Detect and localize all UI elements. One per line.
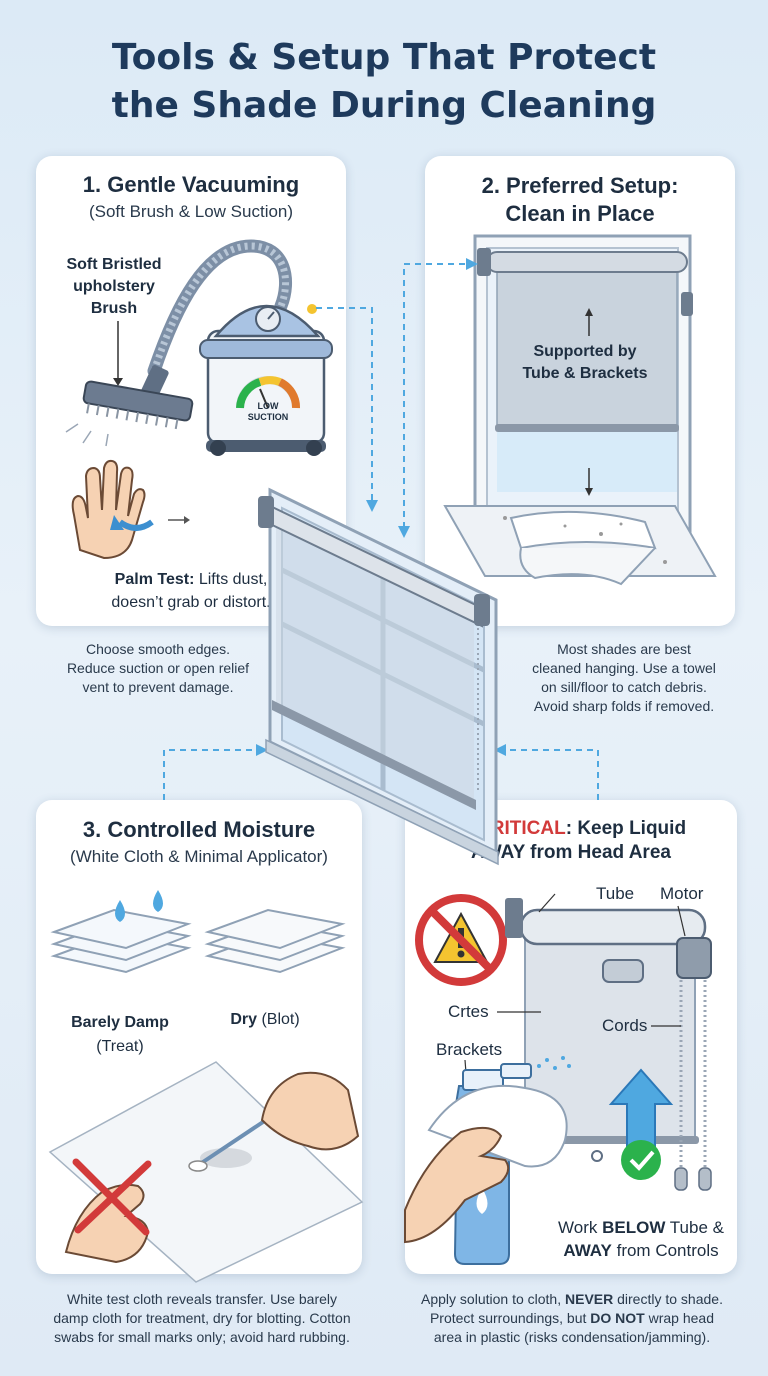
vacuum-illustration: [65, 239, 333, 456]
title-line-2: the Shade During Cleaning: [111, 85, 657, 126]
panel4-caption: Apply solution to cloth, NEVER directly …: [421, 1291, 723, 1345]
crtes-label: Crtes: [448, 1002, 489, 1021]
work-below-text: Work BELOW Tube & AWAY from Controls: [558, 1218, 724, 1260]
title-line-1: Tools & Setup That Protect: [111, 37, 657, 78]
panel3-heading: 3. Controlled Moisture: [82, 817, 316, 842]
panel2-caption: Most shades are best cleaned hanging. Us…: [532, 641, 716, 714]
motor-label: Motor: [660, 884, 704, 903]
panel4-heading: 4. CRITICAL: Keep Liquid AWAY from Head …: [456, 818, 687, 863]
dry-label: Dry (Blot): [230, 1011, 300, 1028]
panel2-heading: 2. Preferred Setup:Clean in Place: [481, 173, 679, 226]
panel3-subheading: (White Cloth & Minimal Applicator): [70, 847, 328, 866]
palm-test-text: Palm Test: Lifts dust, doesn’t grab or d…: [111, 571, 271, 611]
brush-label: Soft Bristled upholstery Brush: [66, 256, 162, 317]
cords-label: Cords: [602, 1016, 648, 1035]
cloth-stacks-illustration: [50, 890, 346, 974]
panel1-subheading: (Soft Brush & Low Suction): [88, 202, 294, 221]
tube-label: Tube: [596, 884, 635, 903]
brackets-label: Brackets: [436, 1040, 503, 1059]
head-area-illustration: [404, 893, 712, 1265]
barely-damp-label: Barely Damp (Treat): [71, 1014, 169, 1055]
center-window-illustration: [163, 258, 599, 866]
page-title: Tools & Setup That Protect the Shade Dur…: [0, 34, 768, 130]
cloth-and-swab-illustration: [48, 1061, 364, 1283]
hand-icon: [71, 459, 190, 560]
panel1-heading: 1. Gentle Vacuuming: [82, 172, 300, 197]
window-shade-illustration: [443, 234, 717, 586]
panel3-caption: White test cloth reveals transfer. Use b…: [53, 1291, 351, 1345]
panel1-caption: Choose smooth edges. Reduce suction or o…: [66, 641, 250, 695]
